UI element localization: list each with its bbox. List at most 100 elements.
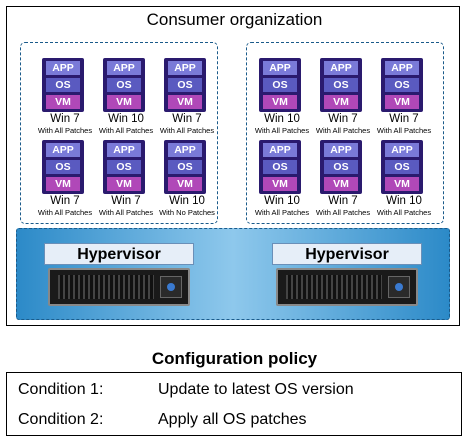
vm-patch-status: With All Patches <box>376 126 432 135</box>
hypervisor-label-left: Hypervisor <box>44 243 194 265</box>
vm-stack-icon: APP OS VM <box>103 140 145 194</box>
vm-stack-icon: APP OS VM <box>320 58 362 112</box>
vm-patch-status: With All Patches <box>254 126 310 135</box>
vm-group-left <box>20 42 218 224</box>
vm-layer-vm: VM <box>385 177 419 191</box>
vm-layer-vm: VM <box>385 95 419 109</box>
hypervisor-label-right: Hypervisor <box>272 243 422 265</box>
vm-layer-vm: VM <box>168 95 202 109</box>
vm-os-name: Win 10 <box>169 195 205 207</box>
vm-os-name: Win 10 <box>264 113 300 125</box>
vm-layer-os: OS <box>324 160 358 174</box>
vm-patch-status: With All Patches <box>98 208 154 217</box>
vm-layer-vm: VM <box>168 177 202 191</box>
vm-layer-app: APP <box>385 61 419 75</box>
vm-os-name: Win 10 <box>264 195 300 207</box>
vm-layer-os: OS <box>168 78 202 92</box>
vm-layer-app: APP <box>263 143 297 157</box>
vm-layer-app: APP <box>263 61 297 75</box>
vm-os-name: Win 7 <box>111 195 141 207</box>
vm-patch-status: With All Patches <box>37 126 93 135</box>
vm-os-name: Win 10 <box>108 113 144 125</box>
vm-layer-os: OS <box>385 160 419 174</box>
vm-layer-vm: VM <box>324 95 358 109</box>
condition-label: Condition 1: <box>18 381 104 398</box>
vm-layer-app: APP <box>168 61 202 75</box>
server-grille <box>286 275 382 299</box>
vm-patch-status: With All Patches <box>254 208 310 217</box>
condition-label: Condition 2: <box>18 411 104 428</box>
server-icon <box>48 268 190 306</box>
vm-layer-vm: VM <box>263 177 297 191</box>
vm-patch-status: With All Patches <box>315 126 371 135</box>
vm-layer-os: OS <box>263 160 297 174</box>
vm-stack-icon: APP OS VM <box>259 140 301 194</box>
vm-patch-status: With All Patches <box>37 208 93 217</box>
vm-layer-vm: VM <box>46 95 80 109</box>
vm-layer-vm: VM <box>324 177 358 191</box>
vm-layer-vm: VM <box>107 177 141 191</box>
condition-1: Condition 1: Update to latest OS version <box>18 381 354 399</box>
vm-layer-app: APP <box>324 61 358 75</box>
vm-patch-status: With All Patches <box>159 126 215 135</box>
vm-layer-os: OS <box>107 160 141 174</box>
vm-layer-app: APP <box>168 143 202 157</box>
vm-os-name: Win 7 <box>389 113 419 125</box>
vm-layer-app: APP <box>107 61 141 75</box>
server-led <box>395 283 403 291</box>
vm-patch-status: With No Patches <box>159 208 215 217</box>
server-grille <box>58 275 154 299</box>
condition-text: Apply all OS patches <box>158 411 307 428</box>
server-led <box>167 283 175 291</box>
vm-stack-icon: APP OS VM <box>103 58 145 112</box>
vm-layer-app: APP <box>107 143 141 157</box>
policy-title: Configuration policy <box>151 349 318 368</box>
vm-layer-os: OS <box>324 78 358 92</box>
vm-patch-status: With All Patches <box>376 208 432 217</box>
vm-patch-status: With All Patches <box>315 208 371 217</box>
condition-text: Update to latest OS version <box>158 381 354 398</box>
vm-layer-os: OS <box>107 78 141 92</box>
server-drive-bay <box>388 276 410 298</box>
server-icon <box>276 268 418 306</box>
vm-stack-icon: APP OS VM <box>42 140 84 194</box>
condition-2: Condition 2: Apply all OS patches <box>18 411 307 429</box>
vm-stack-icon: APP OS VM <box>320 140 362 194</box>
vm-layer-os: OS <box>385 78 419 92</box>
vm-layer-os: OS <box>46 160 80 174</box>
vm-os-name: Win 10 <box>386 195 422 207</box>
vm-stack-icon: APP OS VM <box>381 58 423 112</box>
vm-layer-app: APP <box>385 143 419 157</box>
vm-patch-status: With All Patches <box>98 126 154 135</box>
vm-stack-icon: APP OS VM <box>381 140 423 194</box>
vm-os-name: Win 7 <box>50 195 80 207</box>
vm-group-right <box>246 42 444 224</box>
vm-stack-icon: APP OS VM <box>164 140 206 194</box>
vm-layer-app: APP <box>46 143 80 157</box>
policy-box <box>6 372 462 436</box>
vm-layer-vm: VM <box>263 95 297 109</box>
vm-layer-app: APP <box>324 143 358 157</box>
vm-os-name: Win 7 <box>328 195 358 207</box>
vm-layer-vm: VM <box>107 95 141 109</box>
vm-os-name: Win 7 <box>172 113 202 125</box>
vm-os-name: Win 7 <box>328 113 358 125</box>
vm-layer-app: APP <box>46 61 80 75</box>
vm-layer-vm: VM <box>46 177 80 191</box>
vm-layer-os: OS <box>263 78 297 92</box>
server-drive-bay <box>160 276 182 298</box>
vm-layer-os: OS <box>168 160 202 174</box>
